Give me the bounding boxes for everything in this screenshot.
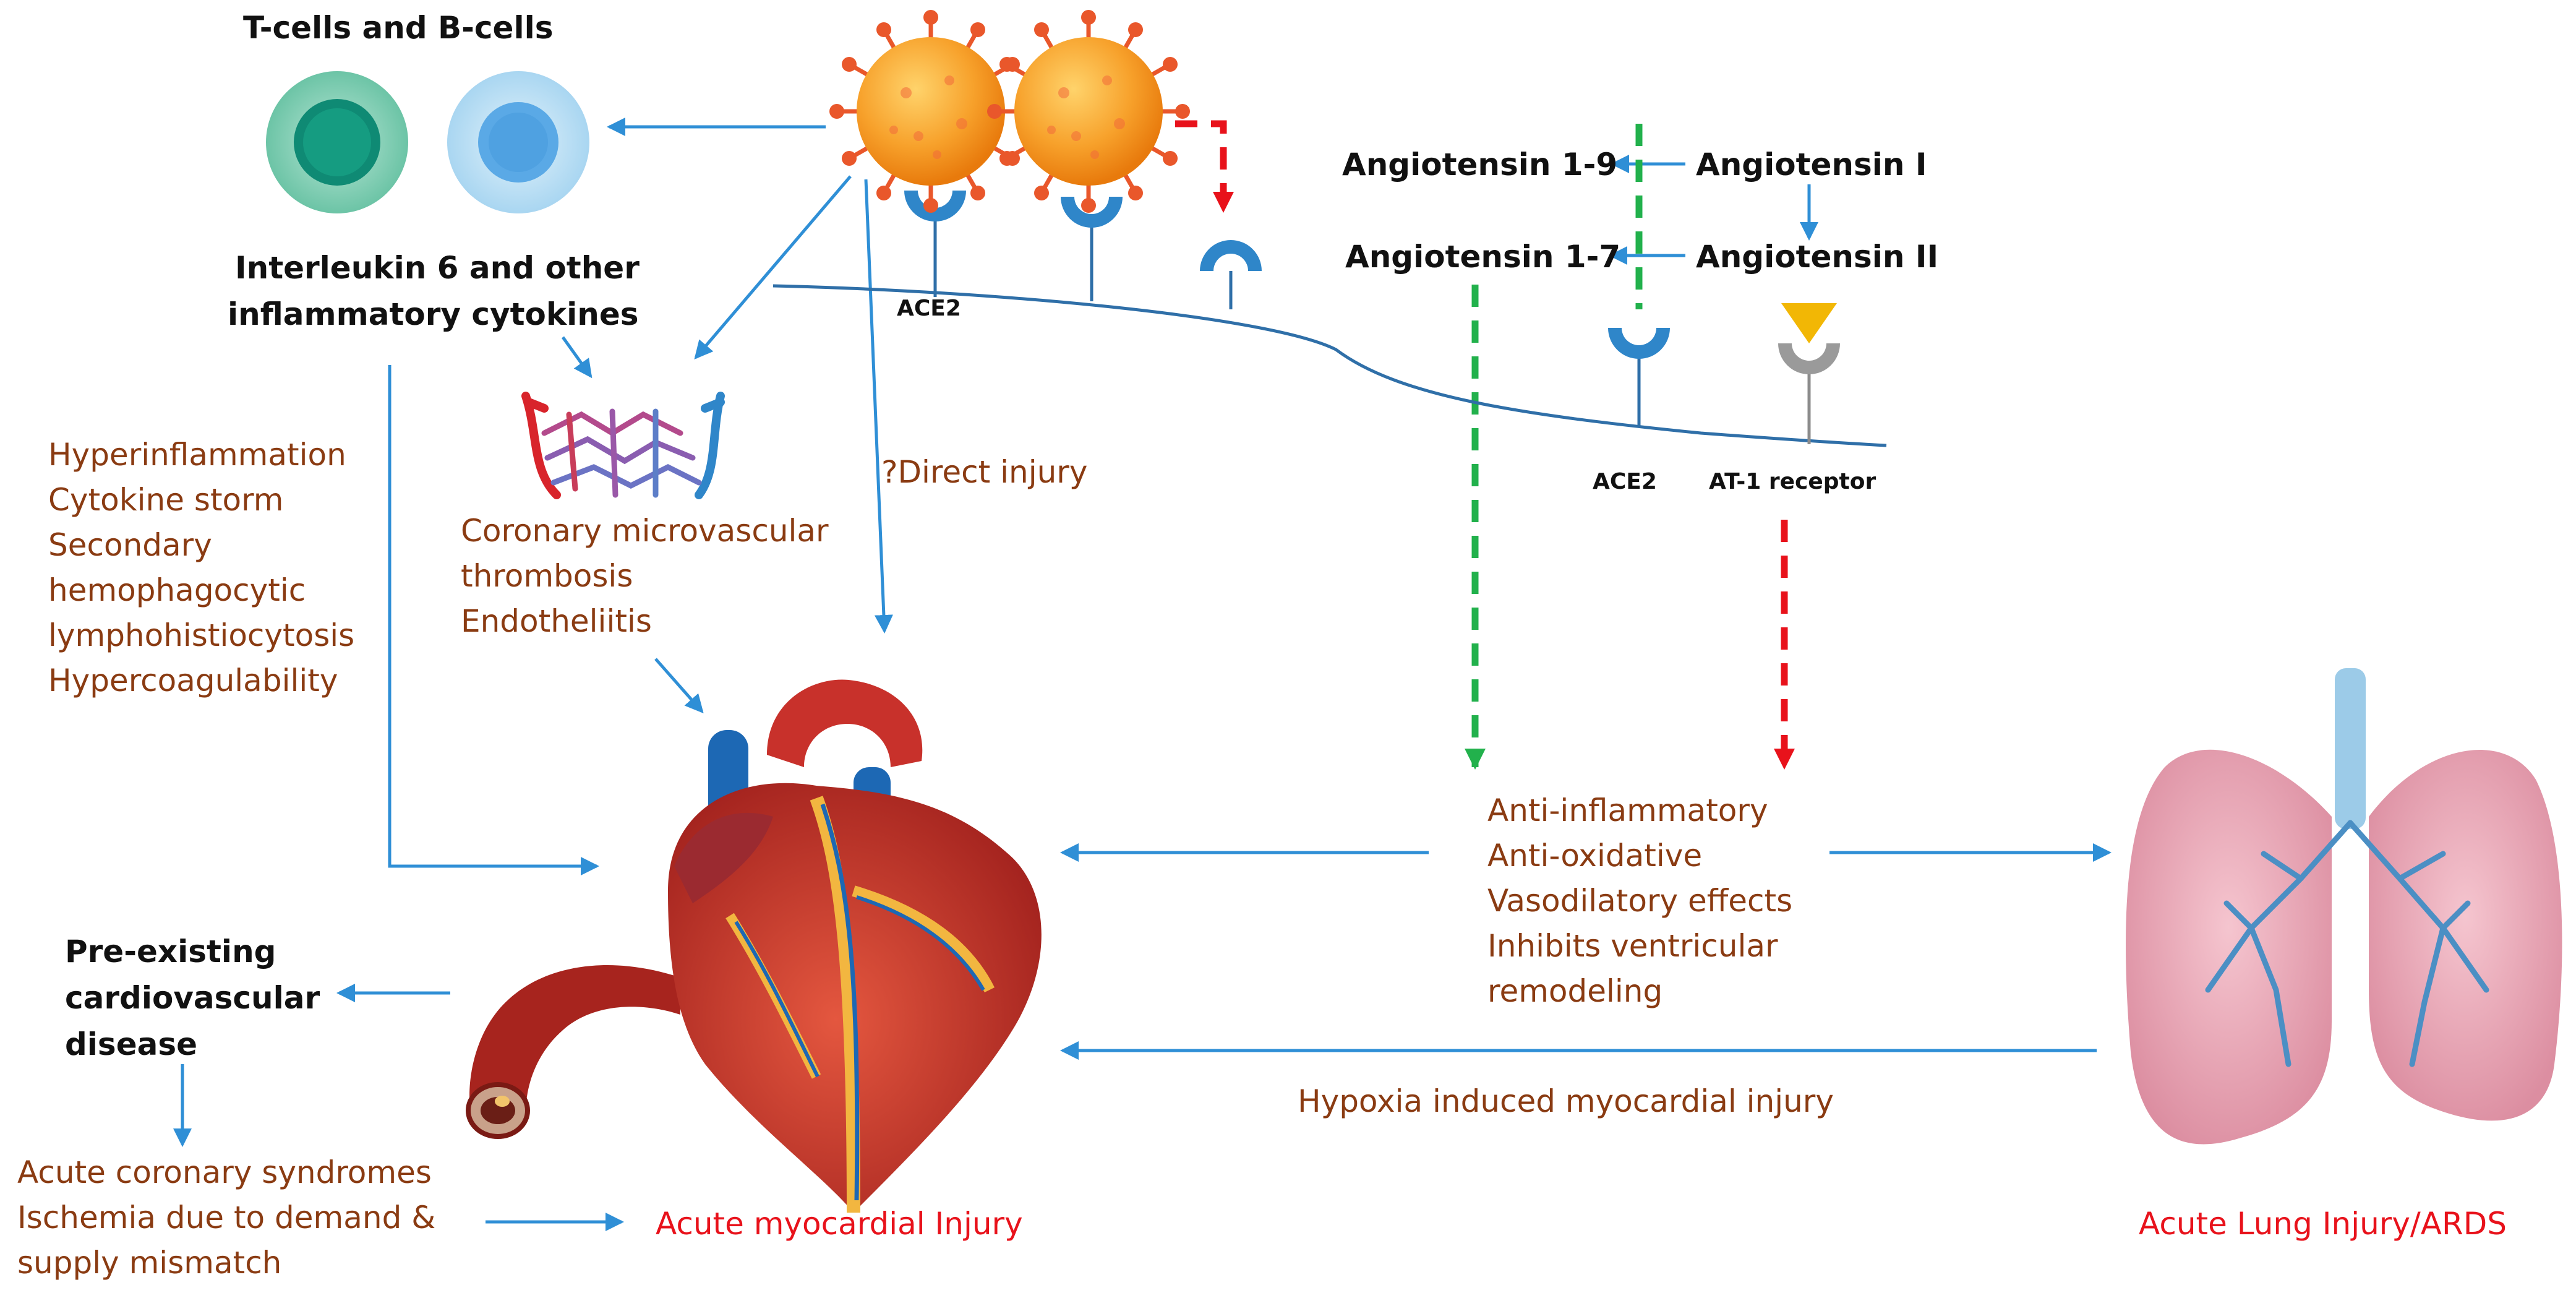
coronary-label-line-2: thrombosis <box>461 558 633 594</box>
cytokines-label-line-2: inflammatory cytokines <box>228 296 639 332</box>
lungs-icon <box>2126 668 2562 1145</box>
ace2-virus-label: ACE2 <box>897 296 961 321</box>
effects-line-4: Inhibits ventricular <box>1487 928 1778 964</box>
hyperinflammation-line-3: Secondary <box>48 527 212 563</box>
heart-icon <box>668 679 1042 1213</box>
hyperinflammation-line-2: Cytokine storm <box>48 482 284 518</box>
coronary-label-line-3: Endotheliitis <box>461 603 652 639</box>
ace2-receptor-icon <box>1200 240 1262 271</box>
ace2-receptor-free <box>1200 240 1262 309</box>
ace2-receptor-icon <box>1608 328 1670 359</box>
dashed-red-virus-to-ace2 <box>1175 120 1234 213</box>
ace2-receptor-icon <box>1061 197 1123 228</box>
t-cell-icon <box>266 71 408 213</box>
virus-icon <box>987 10 1190 213</box>
arrow-hyperinflammation-to-heart <box>388 365 599 875</box>
cell-membrane <box>772 284 1887 447</box>
arrows <box>173 118 2112 1231</box>
at1-receptor-icon <box>1778 343 1840 374</box>
cytokines-label-line-1: Interleukin 6 and other <box>235 250 640 286</box>
preexisting-line-1: Pre-existing <box>65 934 276 969</box>
hyperinflammation-line-6: Hypercoagulability <box>48 663 338 698</box>
acute-myocardial-injury-label: Acute myocardial Injury <box>656 1206 1023 1242</box>
coronary-label-line-1: Coronary microvascular <box>461 513 829 549</box>
ace2-membrane-label: ACE2 <box>1593 469 1657 494</box>
arrow-cytokines-to-microvasculature <box>561 336 593 379</box>
effects-line-2: Anti-oxidative <box>1487 838 1702 874</box>
arrow-coronary-to-heart <box>654 658 704 713</box>
ace2-receptor-virus-1 <box>904 191 966 297</box>
effects-line-1: Anti-inflammatory <box>1487 793 1768 828</box>
arrow-virus-to-heart <box>864 179 893 634</box>
at1-receptor <box>1778 303 1840 444</box>
arrow-virus-to-microvasculature <box>694 175 852 360</box>
preexisting-line-2: cardiovascular <box>65 980 320 1016</box>
acs-line-3: supply mismatch <box>17 1245 281 1281</box>
hyperinflammation-line-5: lymphohistiocytosis <box>48 617 354 653</box>
hyperinflammation-line-1: Hyperinflammation <box>48 437 346 473</box>
acs-line-1: Acute coronary syndromes <box>17 1154 432 1190</box>
at1-receptor-label: AT-1 receptor <box>1709 469 1876 494</box>
ace2-receptor-virus-2 <box>1061 197 1123 301</box>
angiotensin-1-9-label: Angiotensin 1-9 <box>1342 147 1617 183</box>
acute-lung-injury-label: Acute Lung Injury/ARDS <box>2139 1206 2507 1242</box>
microvasculature-icon <box>521 392 725 499</box>
preexisting-line-3: disease <box>65 1026 197 1062</box>
angiotensin-1-7-label: Angiotensin 1-7 <box>1345 239 1620 275</box>
tb-cells-label: T-cells and B-cells <box>243 10 554 46</box>
b-cell-icon <box>447 71 589 213</box>
angiotensin-ligand-icon <box>1781 303 1837 343</box>
angiotensin-i-label: Angiotensin I <box>1696 147 1927 183</box>
ace2-receptor-membrane <box>1608 328 1670 427</box>
labels: T-cells and B-cells Interleukin 6 and ot… <box>17 10 2507 1281</box>
hyperinflammation-line-4: hemophagocytic <box>48 572 306 608</box>
artery-icon <box>466 965 680 1139</box>
angiotensin-ii-label: Angiotensin II <box>1696 239 1938 275</box>
acs-line-2: Ischemia due to demand & <box>17 1200 435 1236</box>
direct-injury-label: ?Direct injury <box>881 454 1087 490</box>
ace2-receptor-icon <box>904 191 966 221</box>
effects-line-3: Vasodilatory effects <box>1487 883 1792 919</box>
dashed-arrows <box>1175 120 1795 770</box>
effects-line-5: remodeling <box>1487 973 1662 1009</box>
hypoxia-label: Hypoxia induced myocardial injury <box>1298 1083 1834 1119</box>
